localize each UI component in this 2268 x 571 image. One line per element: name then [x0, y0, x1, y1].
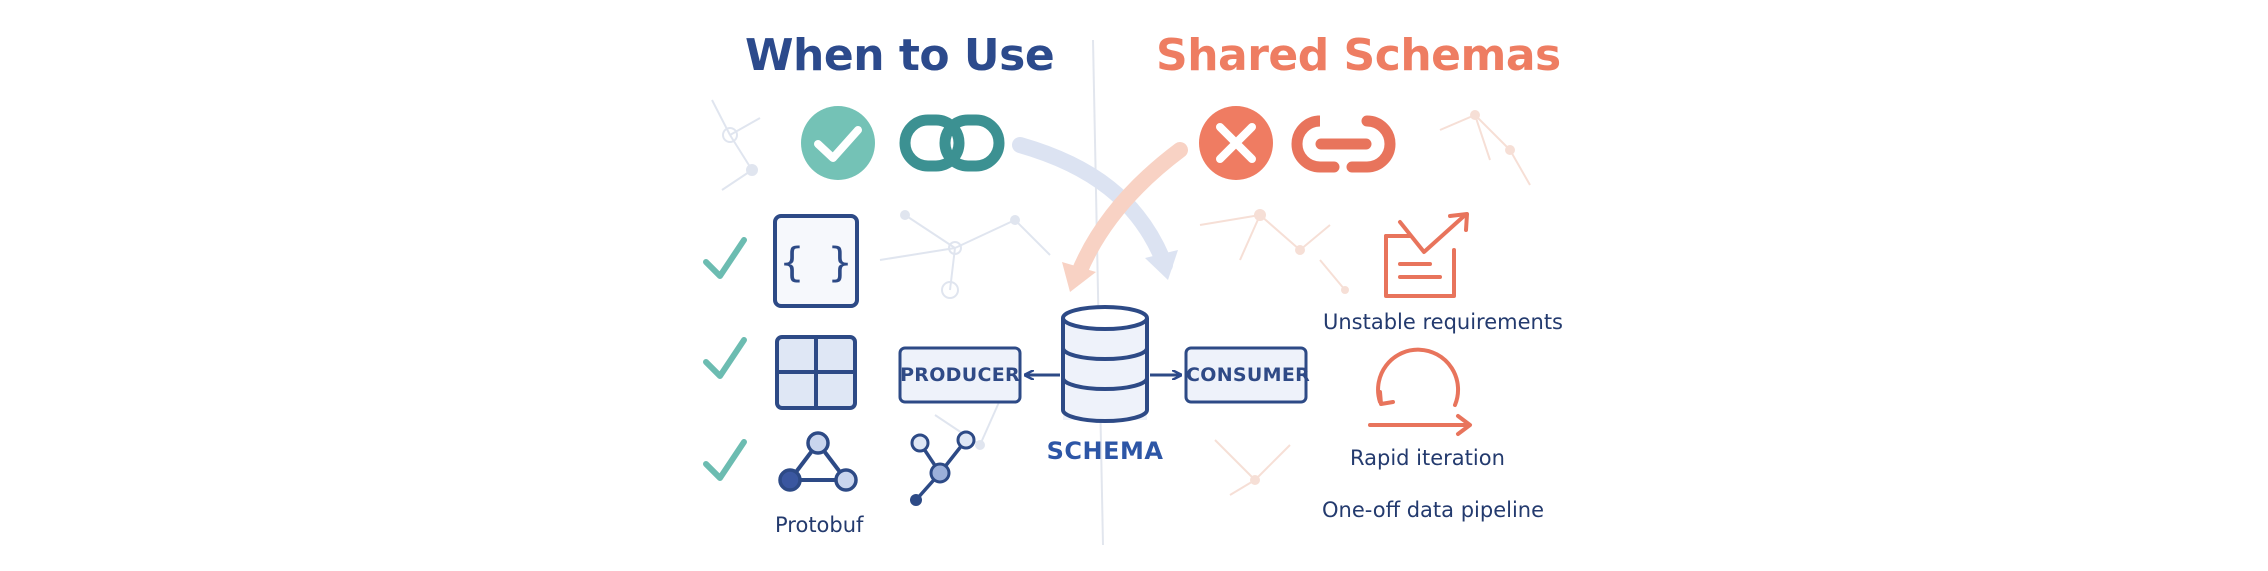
- right-section-title: Shared Schemas: [1156, 30, 1561, 81]
- schema-label: SCHEMA: [1046, 437, 1164, 465]
- protobuf-label: Protobuf: [775, 513, 864, 537]
- database-icon: [1061, 305, 1149, 423]
- right-item-label: One-off data pipeline: [1322, 498, 1545, 522]
- graph-network-icon: [778, 431, 858, 492]
- consumer-label: CONSUMER: [1186, 364, 1311, 386]
- right-item-label: Unstable requirements: [1323, 310, 1564, 334]
- iteration-loop-icon: [1368, 347, 1472, 436]
- broken-link-icon: [1291, 115, 1396, 173]
- curly-braces-icon: { }: [773, 214, 859, 308]
- chain-link-icon: [899, 114, 1005, 172]
- check-mark-icon: [703, 439, 747, 481]
- table-grid-icon: [775, 335, 857, 410]
- branch-graph-icon: [910, 430, 976, 506]
- outbox-icon: [1384, 212, 1469, 298]
- center-divider: [1092, 39, 1104, 546]
- right-item-label: Rapid iteration: [1350, 446, 1505, 470]
- consumer-box: [1184, 346, 1308, 404]
- check-badge-icon: [801, 106, 875, 180]
- background-network-right: [1199, 110, 1531, 496]
- left-section-title: When to Use: [745, 30, 1055, 81]
- producer-box: [898, 346, 1022, 404]
- producer-label: PRODUCER: [900, 364, 1020, 386]
- cross-badge-icon: [1199, 106, 1273, 180]
- svg-text:{ }: { }: [780, 240, 852, 286]
- crossing-arrows: [1012, 137, 1188, 292]
- check-mark-icon: [703, 337, 747, 379]
- check-mark-icon: [703, 237, 747, 279]
